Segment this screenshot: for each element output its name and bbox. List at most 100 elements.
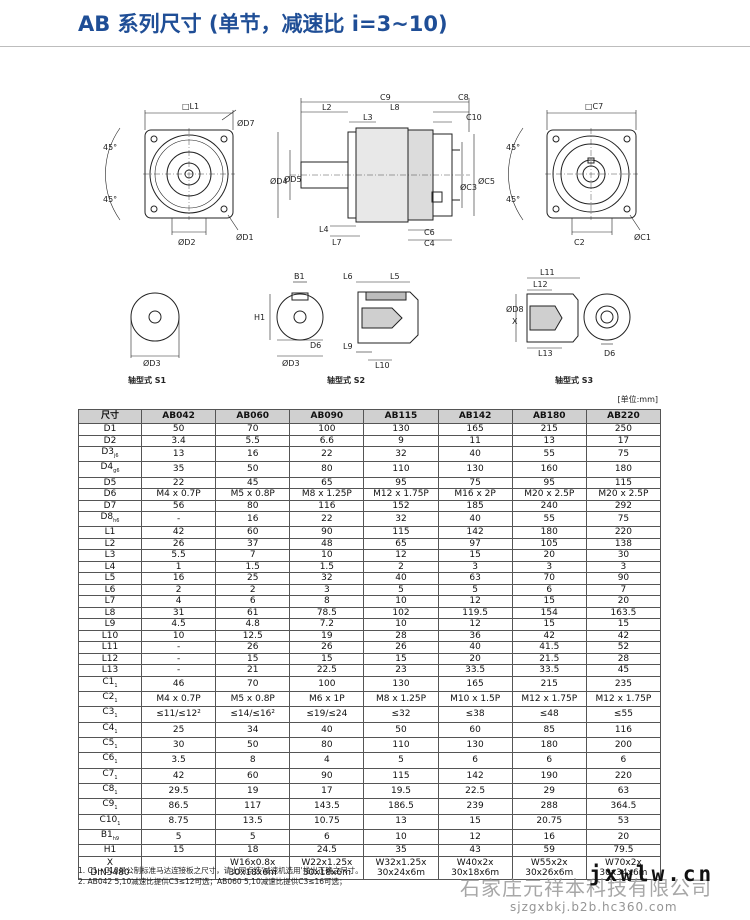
dimension-drawings: □L1 ØD7 ØD2 ØD1 45° 45° C9 L8 C8 L2 L3 C…	[103, 93, 651, 385]
cell-line: W70x2x	[605, 857, 642, 868]
table-cell: ≤48	[511, 706, 587, 723]
shaft-s2-end	[269, 281, 324, 357]
row-label-text: C2	[102, 692, 115, 703]
table-cell: 3	[289, 583, 365, 597]
table-cell: 130	[437, 737, 513, 754]
table-cell: 70	[215, 675, 291, 693]
table-cell: 26	[363, 641, 439, 654]
header-model: AB220	[585, 409, 662, 424]
table-cell: 34	[215, 721, 291, 739]
label-c10: C10	[466, 113, 482, 122]
table-cell: 117	[215, 798, 291, 815]
table-cell: 70	[511, 572, 587, 585]
shaft-s1	[130, 292, 180, 358]
label-l8: L8	[390, 103, 400, 112]
table-cell: 45	[215, 476, 291, 490]
table-cell: 26	[215, 641, 291, 654]
table-cell: 43	[437, 844, 513, 857]
table-cell: 235	[585, 675, 662, 693]
table-cell: 80	[289, 737, 365, 754]
row-label-text: C3	[102, 707, 115, 718]
table-cell: 180	[511, 526, 587, 539]
row-label-text: D5	[103, 477, 117, 488]
table-cell: 53	[585, 813, 662, 830]
table-cell: 13	[363, 813, 439, 830]
row-label-text: L2	[104, 538, 116, 549]
row-label-text: C5	[102, 738, 115, 749]
row-label-subscript: h9	[112, 835, 120, 842]
row-label-subscript: 1	[114, 713, 118, 720]
table-cell: M20 x 2.5P	[511, 488, 587, 501]
table-cell: 6	[511, 752, 587, 769]
row-label: L3	[78, 549, 142, 562]
table-cell: 37	[215, 537, 291, 551]
table-cell: 80	[289, 461, 365, 478]
label-s3-x: X	[512, 317, 518, 326]
row-label-text: L11	[101, 642, 119, 653]
table-cell: 186.5	[363, 798, 439, 815]
label-l3: L3	[363, 113, 373, 122]
label-angle-rear-top: 45°	[506, 143, 520, 152]
label-s3-l11: L11	[540, 268, 555, 277]
table-cell: 25	[215, 572, 291, 585]
table-cell: 5	[140, 828, 217, 846]
label-d4: ØD4	[270, 176, 288, 186]
table-cell: 1.5	[289, 560, 365, 574]
table-cell: 26	[140, 537, 217, 551]
cell-line: W32x1.25x	[375, 857, 427, 868]
table-cell: 5	[437, 583, 513, 597]
table-cell: 24.5	[289, 844, 365, 857]
table-cell: 364.5	[585, 798, 662, 815]
row-label: C71	[78, 767, 142, 784]
table-cell: 5	[363, 583, 439, 597]
table-cell: 20	[585, 595, 662, 608]
shaft-s3-end	[583, 293, 631, 345]
table-cell: M6 x 1P	[289, 691, 365, 708]
page-title: AB 系列尺寸 (单节，减速比 i=3~10)	[78, 12, 448, 36]
label-l1: □L1	[182, 102, 199, 111]
cell-line: W55x2x	[530, 857, 568, 868]
table-cell: 6	[511, 583, 587, 597]
table-cell: 30	[585, 549, 662, 562]
row-label-text: L7	[104, 596, 116, 607]
table-cell: M12 x 1.75P	[363, 488, 439, 501]
table-cell: 165	[437, 423, 513, 436]
table-cell: 60	[437, 721, 513, 739]
row-label: C101	[78, 813, 142, 830]
table-cell: 86.5	[140, 798, 217, 815]
row-label: D7	[78, 499, 142, 513]
row-label: B1h9	[78, 828, 142, 846]
row-label: C21	[78, 691, 142, 708]
table-cell: 13	[511, 434, 587, 447]
row-label-text: L12	[101, 653, 119, 664]
table-cell: M5 x 0.8P	[215, 488, 291, 501]
table-cell: 10	[363, 828, 439, 846]
row-label: C61	[78, 752, 142, 769]
table-cell: 292	[585, 499, 662, 513]
row-label-subscript: 1	[114, 759, 118, 766]
table-cell: 52	[585, 641, 662, 654]
table-cell: -	[140, 511, 217, 528]
table-cell: ≤14/≤16²	[215, 706, 291, 723]
table-cell: 119.5	[437, 606, 513, 620]
table-cell: 100	[289, 423, 365, 436]
front-view	[105, 109, 239, 235]
footnote-2: 2. AB042 5,10减速比提供C3≤12可选；AB060 5,10减速比提…	[78, 877, 347, 886]
table-cell: 15	[363, 652, 439, 666]
table-cell: 90	[289, 526, 365, 539]
table-cell: -	[140, 664, 217, 677]
table-cell: 95	[363, 476, 439, 490]
table-row: C31≤11/≤12²≤14/≤16²≤19/≤24≤32≤38≤48≤55	[78, 706, 662, 723]
row-label-text: D7	[103, 500, 117, 511]
table-cell: 3.4	[140, 434, 217, 447]
table-cell: 25	[140, 721, 217, 739]
table-cell: 97	[437, 537, 513, 551]
